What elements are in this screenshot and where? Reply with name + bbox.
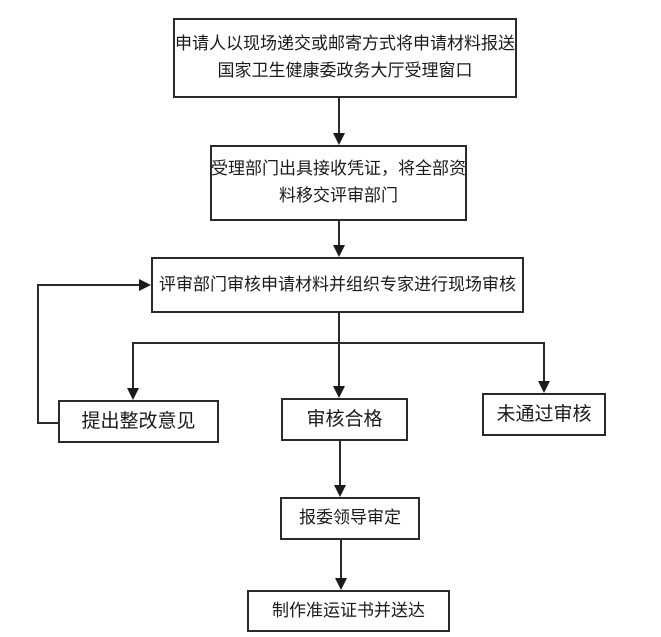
arrowhead-icon [334,485,346,497]
node-rectification: 提出整改意见 [58,400,219,443]
node-text-line: 申请人以现场递交或邮寄方式将申请材料报送 [175,34,515,54]
arrowhead-icon [333,245,345,257]
node-text-line: 未通过审核 [496,403,592,425]
arrowhead-icon [538,381,550,393]
node-review-failed: 未通过审核 [482,393,606,436]
node-issue-certificate: 制作准运证书并送达 [247,590,450,632]
node-review-passed: 审核合格 [281,398,408,441]
node-submit-application: 申请人以现场递交或邮寄方式将申请材料报送 国家卫生健康委政务大厅受理窗口 [173,18,517,98]
edge-branch-bar [132,342,545,388]
node-text-line: 受理部门出具接收凭证，将全部资 [211,159,466,179]
node-text-line: 国家卫生健康委政务大厅受理窗口 [217,61,473,81]
edge-rectify-review [37,284,140,424]
arrowhead-icon [333,386,345,398]
node-text-line: 报委领导审定 [299,508,401,528]
arrowhead-icon [333,133,345,145]
node-expert-review: 评审部门审核申请材料并组织专家进行现场审核 [151,257,524,313]
node-text-line: 料移交评审部门 [279,186,398,206]
node-issue-receipt: 受理部门出具接收凭证，将全部资 料移交评审部门 [210,145,467,221]
node-text-line: 制作准运证书并送达 [272,600,425,621]
arrowhead-icon [127,388,139,400]
node-leader-approval: 报委领导审定 [280,497,420,540]
arrowhead-icon [139,279,151,291]
node-text-line: 评审部门审核申请材料并组织专家进行现场审核 [159,274,516,295]
arrowhead-icon [335,578,347,590]
node-text-line: 审核合格 [306,408,383,430]
node-text-line: 提出整改意见 [81,410,196,432]
